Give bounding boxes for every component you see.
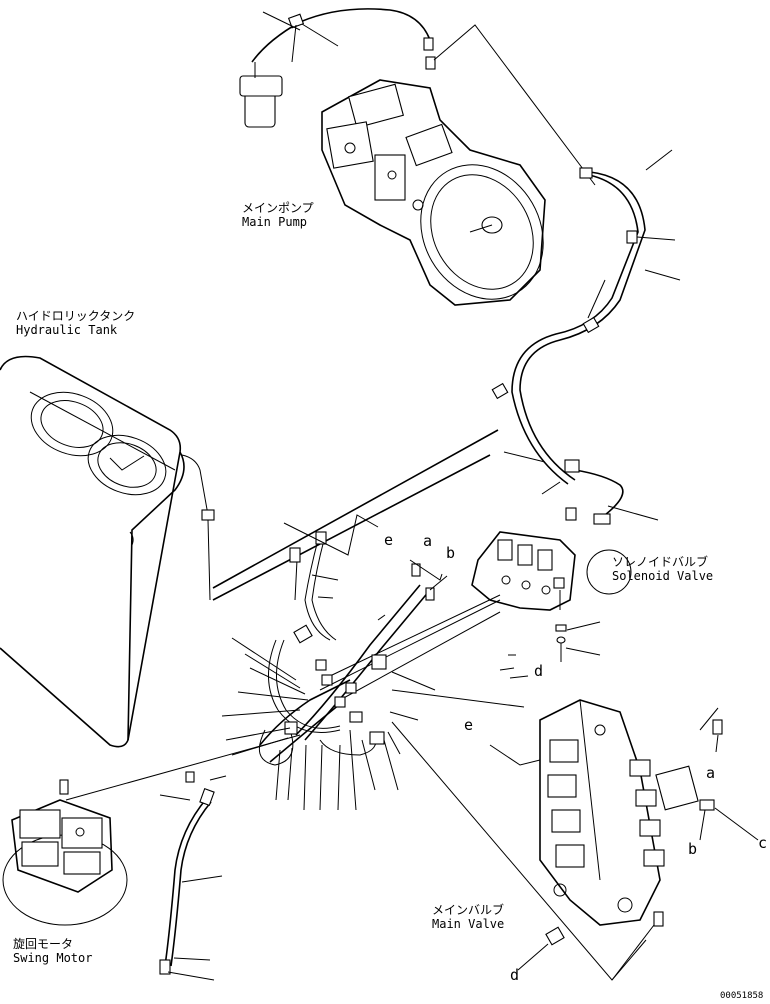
ref-c-valve: c xyxy=(758,834,768,852)
solenoid-valve-label-en: Solenoid Valve xyxy=(612,569,714,583)
swing-motor-label-jp: 旋回モータ xyxy=(13,937,74,951)
ref-a-valve: a xyxy=(706,764,716,782)
main-pump-label-jp: メインポンプ xyxy=(242,201,314,215)
hydraulic-tank xyxy=(0,355,215,748)
solenoid-valve xyxy=(471,531,632,671)
main-valve xyxy=(489,699,759,981)
main-pump-label-en: Main Pump xyxy=(242,215,308,229)
solenoid-valve-label-jp: ソレノイドバルブ xyxy=(612,555,709,569)
ref-e-valve: e xyxy=(464,716,474,734)
hydraulic-tank-label-en: Hydraulic Tank xyxy=(16,323,118,337)
ref-e-upper: e xyxy=(384,531,394,549)
figure-number: 00051858 xyxy=(720,991,764,1001)
drain-hose xyxy=(159,771,223,981)
main-valve-label-jp: メインバルブ xyxy=(432,903,505,917)
main-valve-label-en: Main Valve xyxy=(432,917,505,931)
hydraulic-tank-label-jp: ハイドロリックタンク xyxy=(16,309,136,323)
ref-b-valve: b xyxy=(688,840,698,858)
swing-motor xyxy=(2,734,301,926)
hose-bundle xyxy=(212,429,647,981)
ref-d-valve: d xyxy=(510,966,520,984)
pilot-hose-pump xyxy=(491,149,681,525)
ref-d-upper: d xyxy=(534,662,544,680)
ref-b-upper: b xyxy=(446,544,456,562)
ref-a-upper: a xyxy=(423,532,433,550)
main-pump xyxy=(239,8,596,306)
swing-motor-label-en: Swing Motor xyxy=(13,951,93,965)
